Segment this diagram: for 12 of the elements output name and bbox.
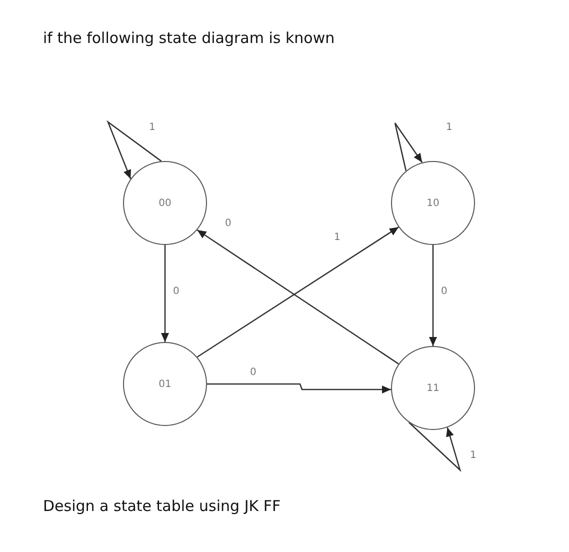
state-label: 01 xyxy=(158,378,172,390)
state-label: 10 xyxy=(426,198,440,208)
transition-arrow xyxy=(429,245,437,346)
caption-text: Design a state table using JK FF xyxy=(43,497,281,515)
self-loop-arrow xyxy=(394,122,423,171)
transition-arrow xyxy=(161,245,169,342)
state-label: 00 xyxy=(158,198,172,208)
transition-arrow xyxy=(207,383,391,394)
self-loop-arrow xyxy=(408,422,462,472)
self-loop-arrow xyxy=(106,120,162,180)
state-label: 11 xyxy=(426,382,440,394)
title-text: if the following state diagram is known xyxy=(43,29,335,47)
